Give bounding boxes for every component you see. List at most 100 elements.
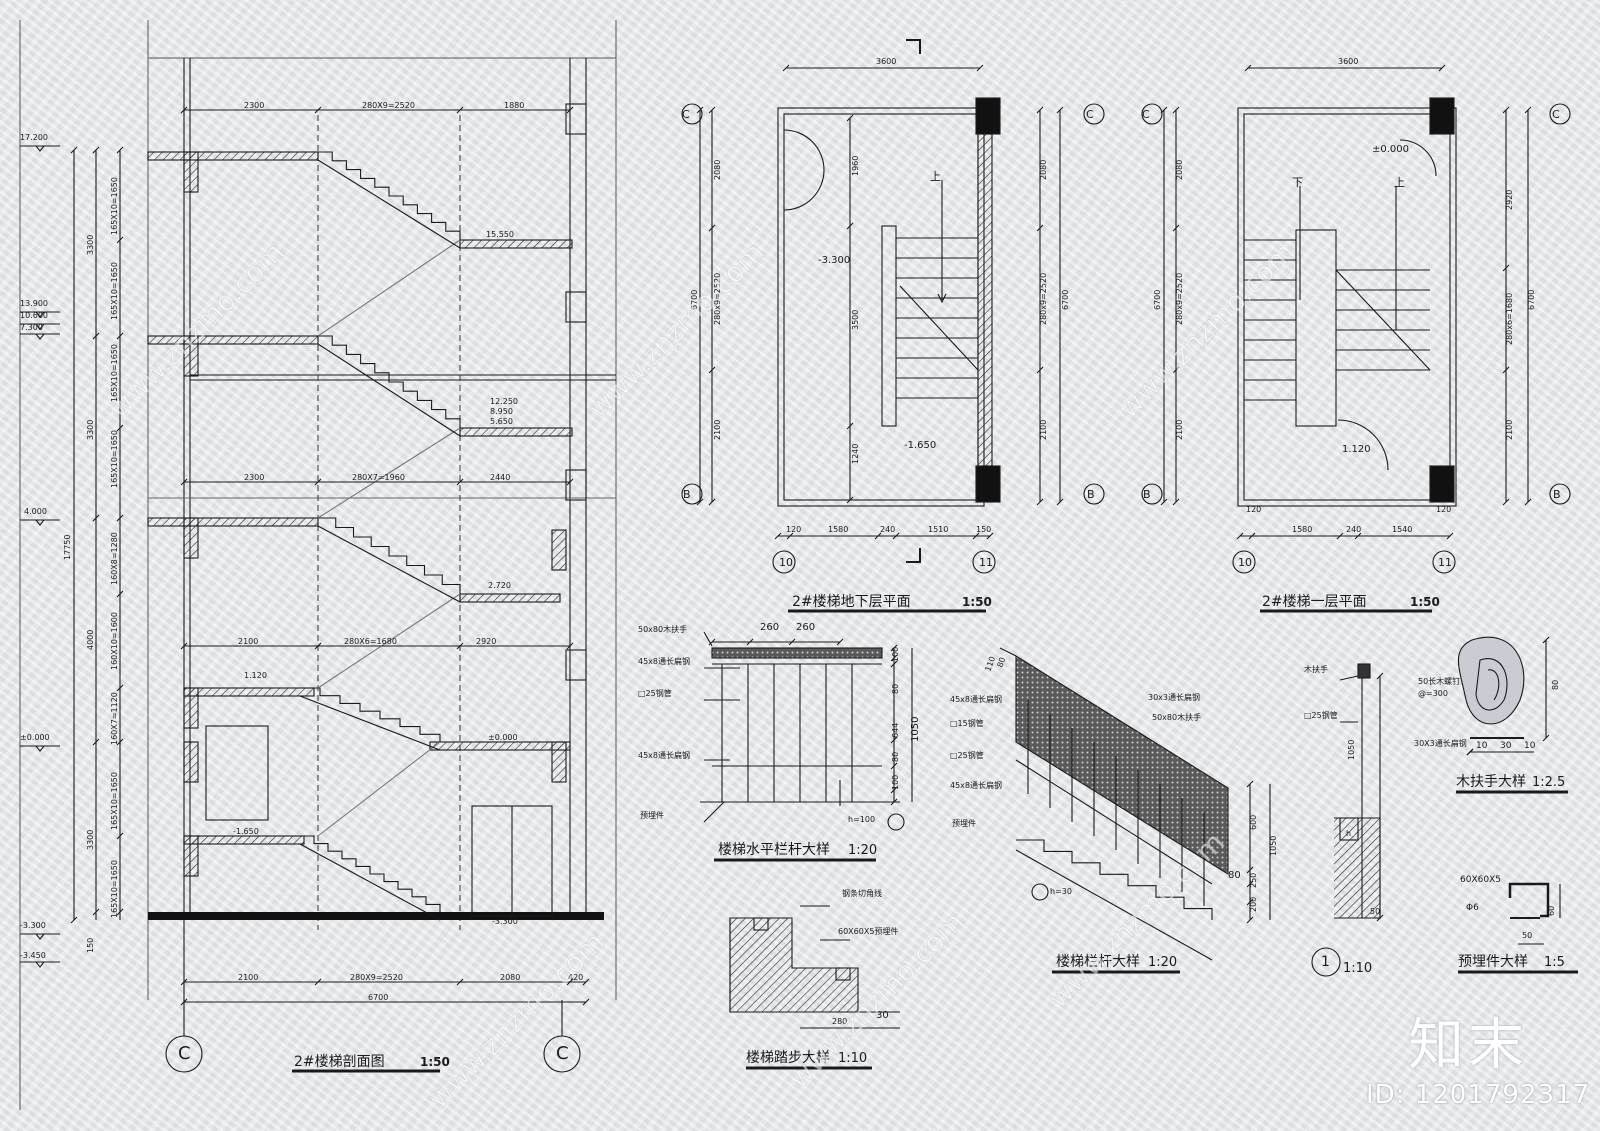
dim-tick bbox=[180, 642, 188, 650]
section-landing-level: 12.250 bbox=[490, 397, 518, 406]
leader bbox=[1339, 675, 1359, 681]
section-total-height: 17750 bbox=[63, 535, 72, 560]
plan2-total-dim: 6700 bbox=[1153, 290, 1162, 310]
dim-tick bbox=[456, 106, 464, 114]
plan2-bottom-dim: 1540 bbox=[1392, 525, 1412, 534]
rail-s-label: 45x8通长扁钢 bbox=[950, 780, 1002, 790]
plan1-wall bbox=[977, 133, 993, 467]
handrail-dim: 10 bbox=[1524, 741, 1536, 751]
plan1-outer bbox=[777, 107, 985, 507]
handrail-dim: 80 bbox=[1551, 680, 1560, 690]
rail-h-side-dim: 80 bbox=[891, 684, 900, 694]
rail-s-total: 1050 bbox=[1269, 836, 1278, 856]
section-cut-mark bbox=[906, 548, 921, 563]
section-riser-dim: 160X10=1600 bbox=[110, 612, 119, 670]
landing-slab bbox=[147, 517, 319, 527]
stair-stringer bbox=[317, 343, 461, 437]
watermark-text: www.znzmo.com bbox=[1112, 236, 1301, 425]
dim-tick bbox=[874, 532, 882, 540]
dim-line bbox=[999, 647, 1017, 657]
detail1-dim: 50 bbox=[1370, 907, 1380, 916]
plan2-column bbox=[1429, 97, 1455, 135]
landing-slab bbox=[429, 741, 571, 751]
dim-tick bbox=[1246, 880, 1254, 888]
section-level-label: 10.600 bbox=[20, 311, 48, 320]
stair-stringer bbox=[299, 695, 441, 751]
section-riser-dim: 165X10=1650 bbox=[110, 860, 119, 918]
section-low-dim: 2100 bbox=[238, 637, 258, 646]
dim-tick bbox=[92, 738, 100, 746]
level-marker bbox=[20, 961, 60, 968]
rail-h-side-dim: 644 bbox=[891, 723, 900, 738]
plan1-left-dim: 2100 bbox=[713, 420, 722, 440]
dim-tick bbox=[180, 106, 188, 114]
plan1-door-swing bbox=[783, 169, 825, 211]
dim-tick bbox=[890, 654, 898, 662]
dim-tick bbox=[708, 224, 716, 232]
dim-tick bbox=[986, 532, 994, 540]
section-riser-dim: 165X10=1650 bbox=[110, 177, 119, 235]
level-marker bbox=[20, 311, 60, 318]
dim-tick bbox=[836, 638, 844, 646]
dim-tick bbox=[1466, 748, 1474, 756]
axis-circle bbox=[972, 550, 996, 574]
plan2-outer bbox=[1237, 107, 1457, 507]
plan1-total-dim: 6700 bbox=[690, 290, 699, 310]
dim-tick bbox=[1246, 866, 1254, 874]
dim-tick bbox=[890, 660, 898, 668]
plan1-inner-dim: 1240 bbox=[851, 444, 860, 464]
dim-tick bbox=[890, 736, 898, 744]
landing-slab bbox=[459, 593, 561, 603]
dim-tick bbox=[846, 114, 854, 122]
dim-tick bbox=[1036, 366, 1044, 374]
dim-tick bbox=[788, 638, 796, 646]
stair-flight bbox=[318, 151, 461, 240]
rail-s-stringer bbox=[1015, 849, 1213, 961]
tread-label: 60X60X5预埋件 bbox=[838, 926, 898, 936]
section-riser-dim: 160X7=1120 bbox=[110, 692, 119, 745]
rail-s-handrail bbox=[1015, 655, 1229, 875]
stair-back-flight bbox=[317, 239, 461, 337]
section-level-label: ±0.000 bbox=[20, 733, 50, 742]
plan1-axis-label: C bbox=[682, 108, 690, 121]
dim-tick bbox=[314, 106, 322, 114]
watermark-text: www.znzmo.com bbox=[102, 236, 291, 425]
axis-circle bbox=[681, 483, 703, 505]
plan2-column bbox=[1429, 465, 1455, 503]
dim-tick bbox=[566, 642, 574, 650]
section-total-width: 6700 bbox=[368, 993, 388, 1002]
column bbox=[551, 741, 567, 783]
column bbox=[183, 835, 199, 877]
rail-s-label: 预埋件 bbox=[952, 818, 976, 828]
dim-tick bbox=[890, 786, 898, 794]
section-mark bbox=[887, 813, 905, 831]
dim-tick bbox=[92, 332, 100, 340]
dim-tick bbox=[116, 738, 124, 746]
tread-scale: 1:10 bbox=[838, 1051, 867, 1066]
dim-tick bbox=[976, 64, 984, 72]
embed-dim: 60 bbox=[1547, 906, 1556, 916]
embed-title: 预埋件大样 bbox=[1458, 954, 1528, 970]
stair-flight bbox=[318, 335, 461, 428]
watermark-text: www.znzmo.com bbox=[582, 236, 771, 425]
dim-tick bbox=[774, 532, 782, 540]
detail1-tag: 1 bbox=[1321, 954, 1330, 970]
dim-tick bbox=[1502, 106, 1510, 114]
dim-tick bbox=[846, 496, 854, 504]
plan1-right-total: 6700 bbox=[1061, 290, 1070, 310]
dim-tick bbox=[746, 638, 754, 646]
section-bottom-dim: 2080 bbox=[500, 973, 520, 982]
plan2-title: 2#楼梯一层平面 bbox=[1262, 594, 1367, 610]
dim-tick bbox=[1524, 498, 1532, 506]
ground-stair-plan bbox=[1141, 64, 1571, 613]
section-height-dim: 3300 bbox=[86, 420, 95, 440]
detail1-dim: 1050 bbox=[1347, 740, 1356, 760]
level-marker bbox=[20, 745, 60, 752]
detail1-base bbox=[1334, 817, 1381, 919]
section-low-dim: 280X6=1680 bbox=[344, 637, 397, 646]
dim-tick bbox=[786, 532, 794, 540]
section-bottom-dim: 280X9=2520 bbox=[350, 973, 403, 982]
window bbox=[565, 649, 587, 681]
column bbox=[183, 335, 199, 377]
plan2-right-dim: 2100 bbox=[1505, 420, 1514, 440]
